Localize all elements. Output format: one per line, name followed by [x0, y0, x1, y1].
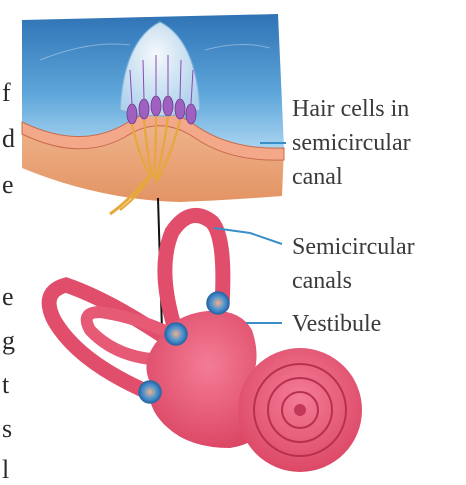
edge-fragment-3: e — [2, 170, 14, 200]
label-semicircular-canals-line2: canals — [292, 264, 415, 298]
label-semicircular-canals: Semicircular canals — [292, 230, 415, 298]
hair-cell-inset — [22, 14, 284, 214]
edge-fragment-6: t — [2, 370, 9, 400]
label-semicircular-canals-line1: Semicircular — [292, 230, 415, 264]
edge-fragment-7: s — [2, 414, 12, 444]
edge-fragment-2: d — [2, 124, 15, 154]
edge-fragment-4: e — [2, 282, 14, 312]
edge-fragment-8: l — [2, 455, 9, 485]
label-hair-cells-line1: Hair cells in — [292, 92, 411, 126]
cochlea — [238, 348, 362, 472]
label-hair-cells-line2: semicircular — [292, 126, 411, 160]
label-hair-cells-line3: canal — [292, 160, 411, 194]
label-hair-cells: Hair cells in semicircular canal — [292, 92, 411, 194]
edge-fragment-1: f — [2, 78, 11, 108]
label-vestibule: Vestibule — [292, 307, 381, 341]
edge-fragment-5: g — [2, 326, 15, 356]
